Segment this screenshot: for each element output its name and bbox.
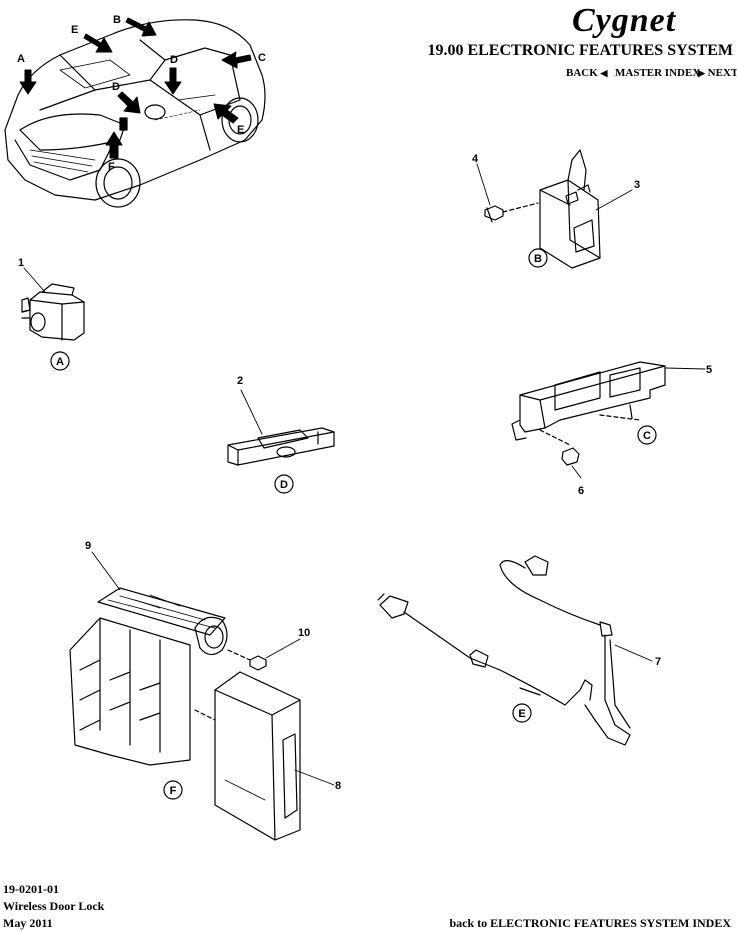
doc-number: 19-0201-01 [3, 882, 59, 896]
view-label-a: A [56, 356, 64, 368]
next-link[interactable]: ▶ NEXT [698, 67, 737, 79]
view-label-e: E [518, 708, 525, 720]
view-label-f: F [170, 785, 177, 797]
car-label-b: B [113, 14, 121, 26]
view-d-component [227, 427, 335, 466]
master-index-link[interactable]: MASTER INDEX [615, 67, 701, 79]
view-circles [50, 248, 657, 800]
location-arrows [19, 17, 252, 159]
doc-title: Wireless Door Lock [3, 899, 105, 913]
view-f-component [69, 587, 301, 841]
back-link[interactable]: BACK ◀ [566, 67, 607, 79]
car-label-a: A [17, 53, 25, 65]
view-label-c: C [643, 430, 651, 442]
part-number-3: 3 [634, 179, 640, 191]
triangle-right-icon: ▶ [698, 68, 705, 78]
car-label-d2: D [112, 81, 120, 93]
back-to-index-link[interactable]: back to ELECTRONIC FEATURES SYSTEM INDEX [449, 916, 732, 930]
technical-diagram: A B C D D E E F [4, 14, 712, 841]
view-a-component [21, 283, 85, 341]
view-label-b: B [534, 253, 542, 265]
car-illustration [4, 19, 266, 208]
car-label-e1: E [71, 24, 78, 36]
view-e-component [377, 555, 631, 746]
part-number-5: 5 [706, 364, 712, 376]
part-number-6: 6 [578, 485, 584, 497]
car-label-f: F [108, 161, 115, 173]
car-label-c: C [258, 52, 266, 64]
car-label-e2: E [237, 124, 244, 136]
view-label-d: D [280, 479, 288, 491]
part-number-7: 7 [655, 656, 661, 668]
part-number-4: 4 [472, 153, 479, 165]
section-title: 19.00 ELECTRONIC FEATURES SYSTEM [427, 42, 733, 59]
part-number-1: 1 [18, 257, 24, 269]
next-label: NEXT [707, 67, 737, 79]
view-c-component [511, 361, 666, 466]
back-label: BACK [566, 67, 598, 79]
part-number-9: 9 [85, 540, 91, 552]
car-label-d1: D [170, 54, 178, 66]
cygnet-logo: Cygnet [572, 2, 677, 39]
part-number-2: 2 [237, 375, 243, 387]
view-b-component [484, 149, 601, 269]
part-number-8: 8 [335, 780, 341, 792]
part-number-10: 10 [298, 627, 310, 639]
triangle-left-icon: ◀ [600, 68, 608, 78]
doc-date: May 2011 [3, 916, 53, 930]
